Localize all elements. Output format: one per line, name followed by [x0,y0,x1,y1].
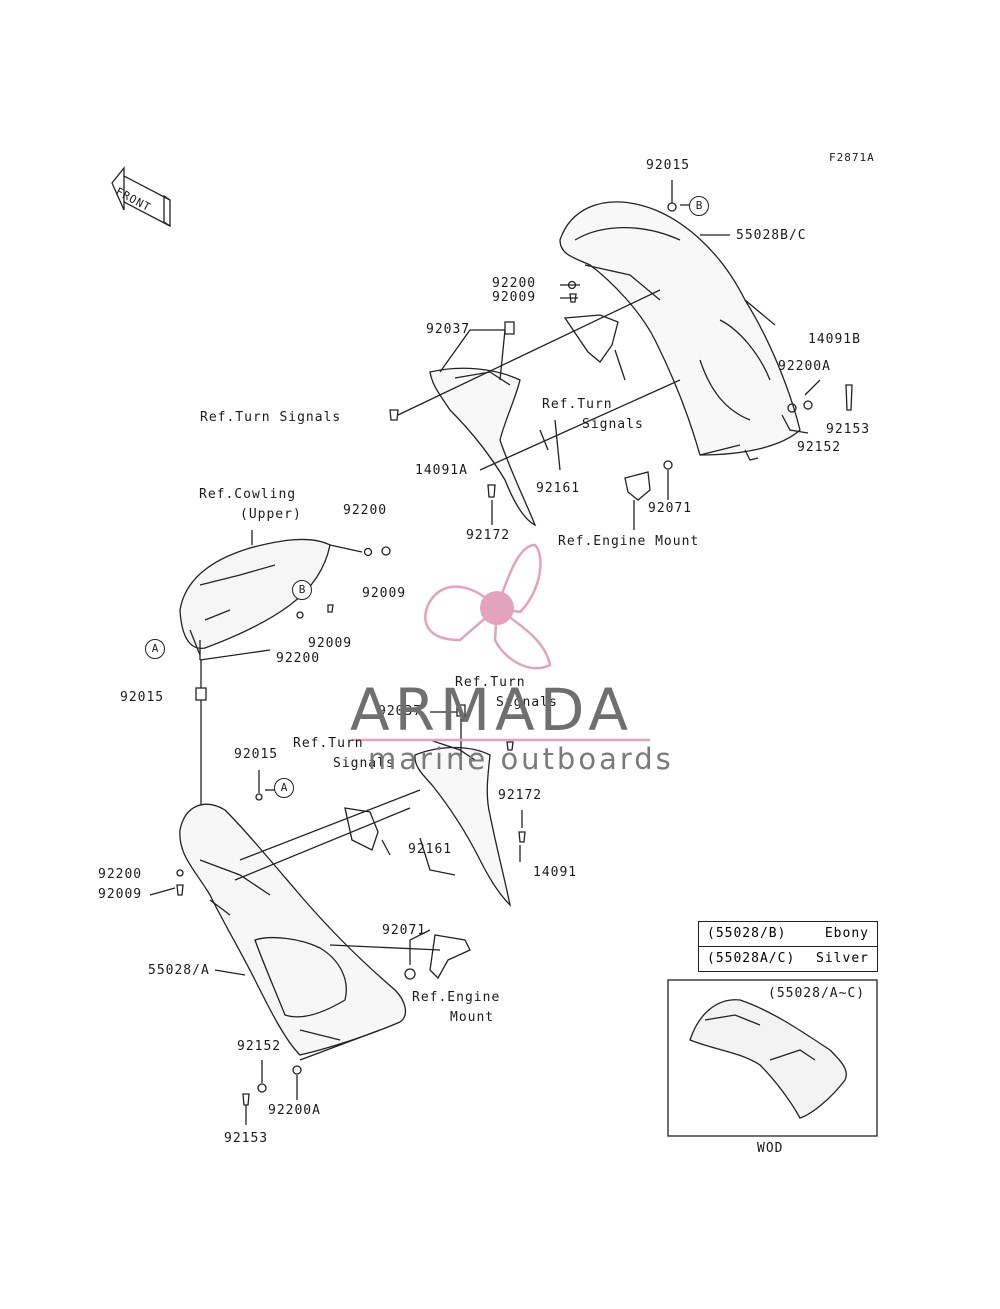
part-label-92071-low: 92071 [382,923,427,938]
legend-color: Ebony [824,926,869,941]
part-label-55028a: 55028/A [148,963,210,978]
part-label-92153-low: 92153 [224,1131,269,1146]
part-label-92200-top: 92200 [492,276,537,291]
part-label-92015-mid: 92015 [120,690,165,705]
part-label-14091: 14091 [533,865,578,880]
fastener-92015-top [667,202,677,212]
part-label-92037-low: 92037 [378,704,423,719]
part-label-14091b: 14091B [808,332,861,347]
part-label-92153-right: 92153 [826,422,871,437]
part-label-92200-mid: 92200 [343,503,388,518]
callout-b-top: B [689,196,709,216]
part-label-92071-top: 92071 [648,501,693,516]
ref-turn-signals-low2-line2: Signals [333,756,395,771]
fastener-92071-top [663,460,673,470]
fastener-92153-right [845,384,853,411]
part-label-92009-top: 92009 [492,290,537,305]
lower-inner-panel-shape [414,739,512,907]
ref-engine-mount-top: Ref.Engine Mount [558,534,700,549]
ref-turn-signals-mid-line1: Ref.Turn [542,397,613,412]
ref-turn-signals-low2-line1: Ref.Turn [293,736,364,751]
legend-row: (55028/B) Ebony [699,922,877,946]
fastener-92200a-right [803,400,813,410]
fastener-92172-top [487,484,496,498]
watermark-tagline: marine outboards [368,742,674,776]
fastener-turn-signal-left [389,409,399,421]
callout-a-mid: A [145,639,165,659]
ref-cowling-upper-shape [179,538,331,656]
inset-box [667,979,878,1137]
part-label-92172-low: 92172 [498,788,543,803]
part-label-92161-top: 92161 [536,481,581,496]
part-label-92015-top: 92015 [646,158,691,173]
ref-turn-signals-left: Ref.Turn Signals [200,410,342,425]
ref-turn-signals-low-line2: Signals [496,695,558,710]
watermark-logo-icon [352,543,650,742]
part-label-92152-right: 92152 [797,440,842,455]
lower-cowl-shape [179,803,407,1056]
ref-cowling-line1: Ref.Cowling [199,487,297,502]
legend-code: (55028/B) [707,926,787,941]
diagram-code: F2871A [829,151,875,164]
engine-mount-part [624,471,651,501]
part-label-14091a: 14091A [415,463,468,478]
turn-signal-bracket-shape [563,314,626,381]
watermark-name: ARMADA [350,676,634,744]
part-label-92200a-low: 92200A [268,1103,321,1118]
ref-cowling-line2: (Upper) [240,507,302,522]
part-label-92200-left: 92200 [98,867,143,882]
upper-cowl-shape [559,201,801,461]
part-label-92037-top: 92037 [426,322,471,337]
part-label-92152-low: 92152 [237,1039,282,1054]
inset-caption: WOD [757,1141,784,1156]
part-label-92161-low: 92161 [408,842,453,857]
part-label-92009-mid2: 92009 [308,636,353,651]
ref-engine-mount-low-line2: Mount [450,1010,495,1025]
callout-a-low: A [274,778,294,798]
legend-color: Silver [816,951,869,966]
fastener-92152-right [787,403,797,413]
part-label-92200-mid2: 92200 [276,651,321,666]
part-label-55028bc: 55028B/C [736,228,807,243]
fastener-92037-top [504,321,515,335]
color-legend-table: (55028/B) Ebony (55028A/C) Silver [698,921,878,972]
ref-turn-signals-low-line1: Ref.Turn [455,675,526,690]
legend-row: (55028A/C) Silver [699,946,877,971]
part-label-92172-top: 92172 [466,528,511,543]
part-label-92015-low: 92015 [234,747,279,762]
legend-code: (55028A/C) [707,951,796,966]
inner-panel-shape [429,367,549,527]
front-arrow-icon [111,166,171,228]
ref-turn-signals-mid-line2: Signals [582,417,644,432]
inset-title: (55028/A~C) [768,986,866,1001]
fastener-92009-top [569,293,577,303]
ref-engine-mount-low-line1: Ref.Engine [412,990,501,1005]
part-label-92009-mid: 92009 [362,586,407,601]
part-label-92009-left: 92009 [98,887,143,902]
callout-b-mid: B [292,580,312,600]
part-label-92200a-right: 92200A [778,359,831,374]
